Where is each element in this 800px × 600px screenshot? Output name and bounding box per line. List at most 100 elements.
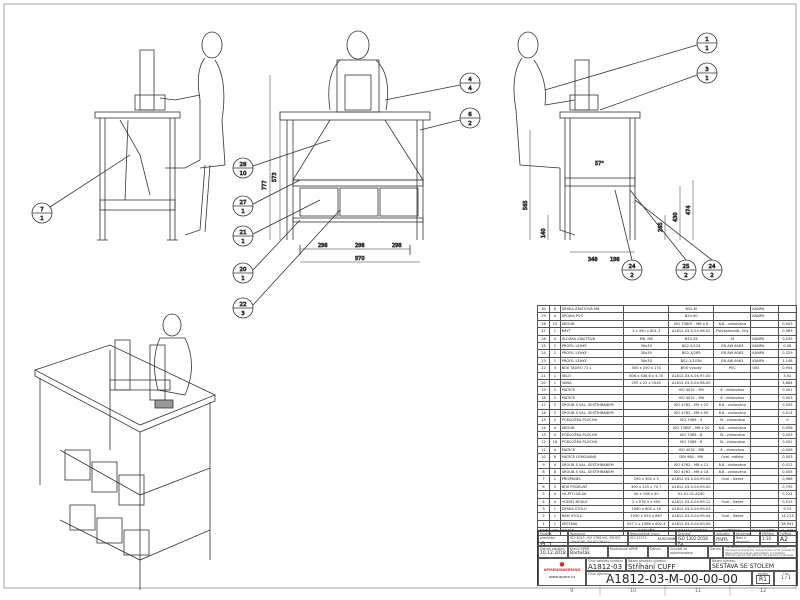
bom-cell [750,475,779,484]
bom-cell: 0,515 [777,497,798,506]
bom-cell [713,490,752,499]
bom-cell: 4 [549,445,561,455]
bom-cell: 2 [549,482,561,492]
bom-cell [750,386,779,395]
bom-cell: 10 [536,453,551,462]
drawing-number-value: A1812-03-M-00-00-00 [606,572,738,586]
bom-cell [750,490,779,499]
bom-cell [623,386,670,395]
drawing-number-label: Číslo výkresu [588,572,610,576]
weight-label: Hmotnost [736,532,752,536]
sheet-value: 1 / 1 [780,576,792,581]
control-date-label: Datum [650,547,661,551]
bom-cell: Ocel - Nerez [713,475,752,484]
bom-cell: M6, M6 [623,334,670,344]
balloon-label: 22 [240,302,247,308]
bom-cell: KRYT [559,327,625,336]
bom-cell: 3 [549,364,561,373]
dim-side-height: 565 [523,200,529,210]
company-name: APMENGINEERING [543,568,581,572]
bom-cell [750,467,779,477]
bom-cell: ŠROUB [559,423,625,432]
bom-cell: 1 [549,512,561,521]
bom-cell: 0,003 [777,319,798,329]
balloon-label: 4 [468,77,472,83]
bom-cell: ISO 4032 - M5 [668,386,715,395]
bom-cell [623,423,670,432]
bom-cell: 01-01-01-A240 [668,490,715,499]
bom-cell: 0,014 [777,408,798,418]
bom-cell [623,445,670,455]
bom-cell: 8.8 - zinkováno [713,408,752,418]
bom-cell: ŠROUB [559,319,625,329]
bom-cell [623,401,670,410]
bom-cell: 29 [536,312,551,321]
bom-cell: 2 [549,401,561,410]
bom-cell: Polykarbonát, čirý [713,327,752,336]
bom-cell: 8 [536,467,551,477]
bom-cell: 0 [777,416,798,425]
bom-cell: 9 [536,460,551,469]
front-view [269,30,431,263]
bom-cell: 0,012 [777,460,798,469]
revision-label: Vydání [757,572,769,576]
bom-cell: 17 [536,401,551,410]
bom-cell: DIN 980 - M6 [668,453,715,462]
dim-h3: 265 [658,222,664,232]
bom-cell: PODLOŽKA PLOCHÁ [559,438,625,447]
bom-cell: 1 [549,327,561,336]
bom-cell: VLOŽKA ZÁVITOVÁ [559,334,625,344]
bom-cell: 18 [549,438,561,447]
bom-cell: 19 [536,386,551,395]
bom-cell: PODLOŽKA PLOCHÁ [559,430,625,440]
bom-cell [623,416,670,425]
bom-cell: 9,15 [777,504,798,514]
bom-cell [750,445,779,455]
bom-cell: 4 [549,312,561,321]
bom-cell: 2 [549,416,561,425]
bom-cell: 0,005 [777,401,798,410]
company-website[interactable]: www.apme.cz [548,574,576,579]
dim-bay-1: 298 [318,243,328,249]
bom-cell: 8.8 - zinkováno [713,423,752,432]
bom-cell [750,401,779,410]
roughness-label: Drsnost [678,532,691,536]
bom-cell [623,312,670,321]
bom-cell: RÁM STOLU [559,512,625,521]
bom-cell: 0,001 [777,386,798,395]
dim-width: 970 [355,256,365,262]
bom-cell: 0,966 [777,475,798,484]
bom-cell: 8 - zinkováno [713,445,752,455]
approved-label: Schválil za objednavatele [670,547,693,555]
bom-cell [750,438,779,447]
bom-cell: 8 - zinkováno [713,393,752,403]
bom-cell: BOX vysoký [668,364,715,373]
dim-table-height: 573 [272,172,278,182]
balloon-label: 10 [240,171,247,177]
balloon-label: 2 [684,273,688,279]
bom-cell [623,467,670,477]
bom-cell: 1 [549,475,561,484]
dim-bay-3: 298 [392,243,402,249]
bom-cell: B02-3/289 [668,349,715,358]
approved-date-label: Datum [710,547,721,551]
copyright-notice: The reproduction, distribution and utili… [723,546,798,558]
bom-cell: 4 [549,430,561,440]
balloon-label: 28 [240,162,247,168]
bom-cell [713,371,752,381]
balloon-label: 24 [709,264,716,270]
control-date-cell: Datum [648,546,668,558]
bom-cell: B02-1/103b [668,356,715,366]
bom-cell [750,319,779,329]
balloon-label: 2 [630,273,634,279]
bom-cell [777,312,798,321]
